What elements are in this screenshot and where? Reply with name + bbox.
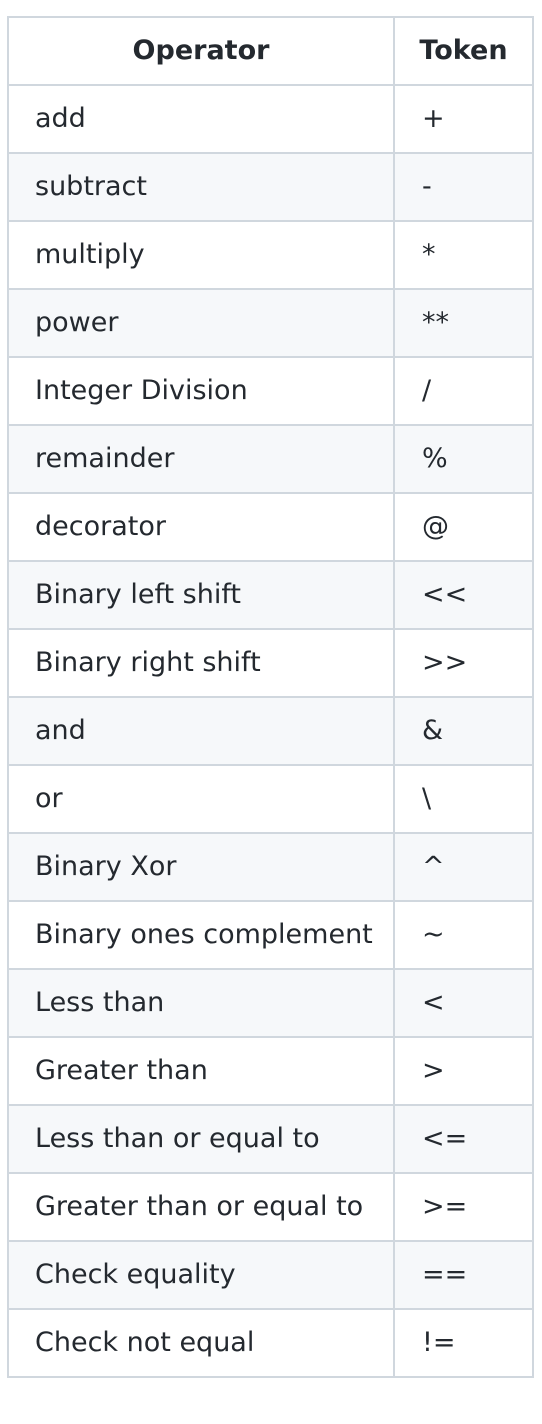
operator-cell: Less than or equal to [7, 1104, 395, 1174]
table-row: remainder% [7, 424, 534, 494]
table-row: Greater than> [7, 1036, 534, 1106]
token-cell: ** [393, 288, 534, 358]
table-row: Binary right shift>> [7, 628, 534, 698]
token-cell: >> [393, 628, 534, 698]
operator-cell: remainder [7, 424, 395, 494]
token-cell: << [393, 560, 534, 630]
operator-cell: Check equality [7, 1240, 395, 1310]
table-row: Binary ones complement~ [7, 900, 534, 970]
operator-token-table: Operator Token add+ subtract- multiply* … [7, 16, 534, 1378]
operator-cell: Binary left shift [7, 560, 395, 630]
operator-cell: Greater than or equal to [7, 1172, 395, 1242]
table-row: Integer Division/ [7, 356, 534, 426]
token-cell: <= [393, 1104, 534, 1174]
table-row: Less than or equal to<= [7, 1104, 534, 1174]
operator-cell: Check not equal [7, 1308, 395, 1378]
header-operator: Operator [7, 16, 395, 86]
operator-cell: decorator [7, 492, 395, 562]
operator-cell: Greater than [7, 1036, 395, 1106]
token-cell: + [393, 84, 534, 154]
token-cell: ~ [393, 900, 534, 970]
operator-cell: power [7, 288, 395, 358]
token-cell: - [393, 152, 534, 222]
token-cell: @ [393, 492, 534, 562]
token-cell: == [393, 1240, 534, 1310]
token-cell: & [393, 696, 534, 766]
operator-cell: subtract [7, 152, 395, 222]
table-row: Greater than or equal to>= [7, 1172, 534, 1242]
operator-table-container: Operator Token add+ subtract- multiply* … [7, 16, 534, 1378]
operator-cell: or [7, 764, 395, 834]
table-row: power** [7, 288, 534, 358]
table-row: add+ [7, 84, 534, 154]
table-row: or\ [7, 764, 534, 834]
token-cell: > [393, 1036, 534, 1106]
token-cell: * [393, 220, 534, 290]
table-row: and& [7, 696, 534, 766]
token-cell: != [393, 1308, 534, 1378]
token-cell: ^ [393, 832, 534, 902]
operator-cell: Binary ones complement [7, 900, 395, 970]
table-header-row: Operator Token [7, 16, 534, 86]
table-row: Check not equal!= [7, 1308, 534, 1378]
table-row: Binary Xor^ [7, 832, 534, 902]
operator-cell: and [7, 696, 395, 766]
token-cell: < [393, 968, 534, 1038]
table-row: decorator@ [7, 492, 534, 562]
header-token: Token [393, 16, 534, 86]
operator-cell: Less than [7, 968, 395, 1038]
token-cell: \ [393, 764, 534, 834]
table-row: Less than< [7, 968, 534, 1038]
table-row: Binary left shift<< [7, 560, 534, 630]
table-row: multiply* [7, 220, 534, 290]
operator-cell: multiply [7, 220, 395, 290]
token-cell: >= [393, 1172, 534, 1242]
table-row: subtract- [7, 152, 534, 222]
table-row: Check equality== [7, 1240, 534, 1310]
operator-cell: add [7, 84, 395, 154]
operator-cell: Binary right shift [7, 628, 395, 698]
operator-cell: Integer Division [7, 356, 395, 426]
token-cell: / [393, 356, 534, 426]
token-cell: % [393, 424, 534, 494]
operator-cell: Binary Xor [7, 832, 395, 902]
